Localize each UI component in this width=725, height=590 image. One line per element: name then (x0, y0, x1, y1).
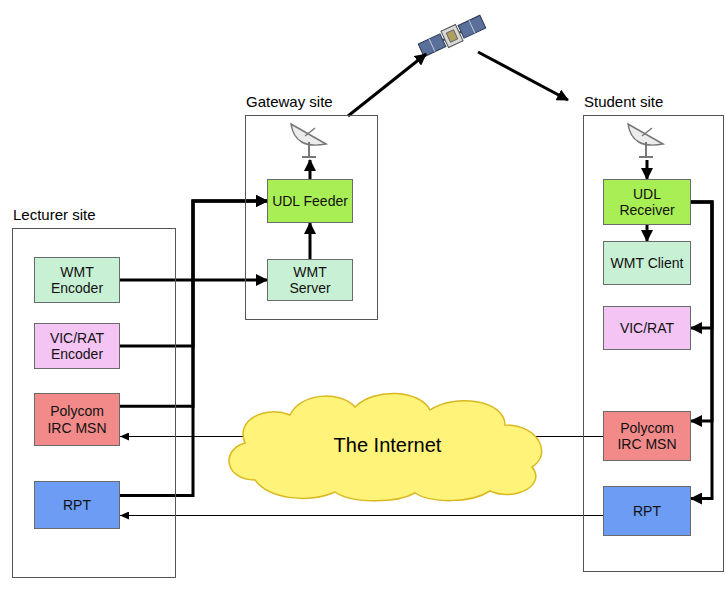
cloud-label: The Internet (334, 434, 442, 457)
site-heading: Gateway site (246, 93, 333, 110)
connector (691, 202, 712, 499)
connector-line (691, 202, 712, 421)
component-box: RPT (34, 481, 120, 529)
connector (691, 202, 712, 328)
dish-antenna (628, 124, 663, 157)
connector (647, 225, 648, 241)
connector-line (478, 52, 568, 100)
connector-line (646, 160, 649, 179)
box-label: UDL Feeder (272, 193, 348, 209)
connector-line (691, 202, 712, 499)
network-cloud: The Internet (215, 385, 560, 505)
connector-line (691, 202, 712, 328)
connector (310, 223, 311, 259)
connector (691, 202, 712, 421)
box-label: Polycom IRC MSN (39, 403, 115, 435)
component-box: WMT Server (267, 259, 353, 301)
component-box: RPT (603, 486, 691, 536)
connector-line (309, 160, 312, 179)
component-box: UDL Feeder (267, 179, 353, 223)
site-region: Lecturer siteWMT EncoderVIC/RAT EncoderP… (12, 228, 176, 578)
box-label: WMT Client (611, 255, 684, 271)
box-label: RPT (63, 497, 91, 513)
dish-antenna (291, 124, 326, 157)
component-box: Polycom IRC MSN (34, 393, 120, 446)
box-label: WMT Encoder (39, 264, 115, 296)
component-box: WMT Encoder (34, 257, 120, 303)
box-label: VIC/RAT (620, 320, 674, 336)
satellite-icon (417, 13, 486, 58)
connector-line (646, 225, 649, 241)
box-label: WMT Server (272, 264, 348, 296)
site-heading: Student site (584, 93, 663, 110)
connector-line (309, 223, 312, 259)
connector-line (120, 515, 603, 516)
component-box: WMT Client (603, 241, 691, 285)
box-label: RPT (633, 503, 661, 519)
component-box: UDL Receiver (603, 179, 691, 225)
site-heading: Lecturer site (13, 206, 96, 223)
box-label: UDL Receiver (608, 186, 686, 218)
site-region: Student siteUDL ReceiverWMT ClientVIC/RA… (583, 115, 724, 572)
site-region: Gateway siteUDL FeederWMT Server (245, 115, 378, 320)
connector (120, 515, 603, 516)
connector-line (348, 54, 426, 116)
box-label: VIC/RAT Encoder (39, 330, 115, 362)
component-box: VIC/RAT (603, 306, 691, 350)
component-box: VIC/RAT Encoder (34, 323, 120, 369)
box-label: Polycom IRC MSN (608, 420, 686, 452)
component-box: Polycom IRC MSN (603, 411, 691, 461)
